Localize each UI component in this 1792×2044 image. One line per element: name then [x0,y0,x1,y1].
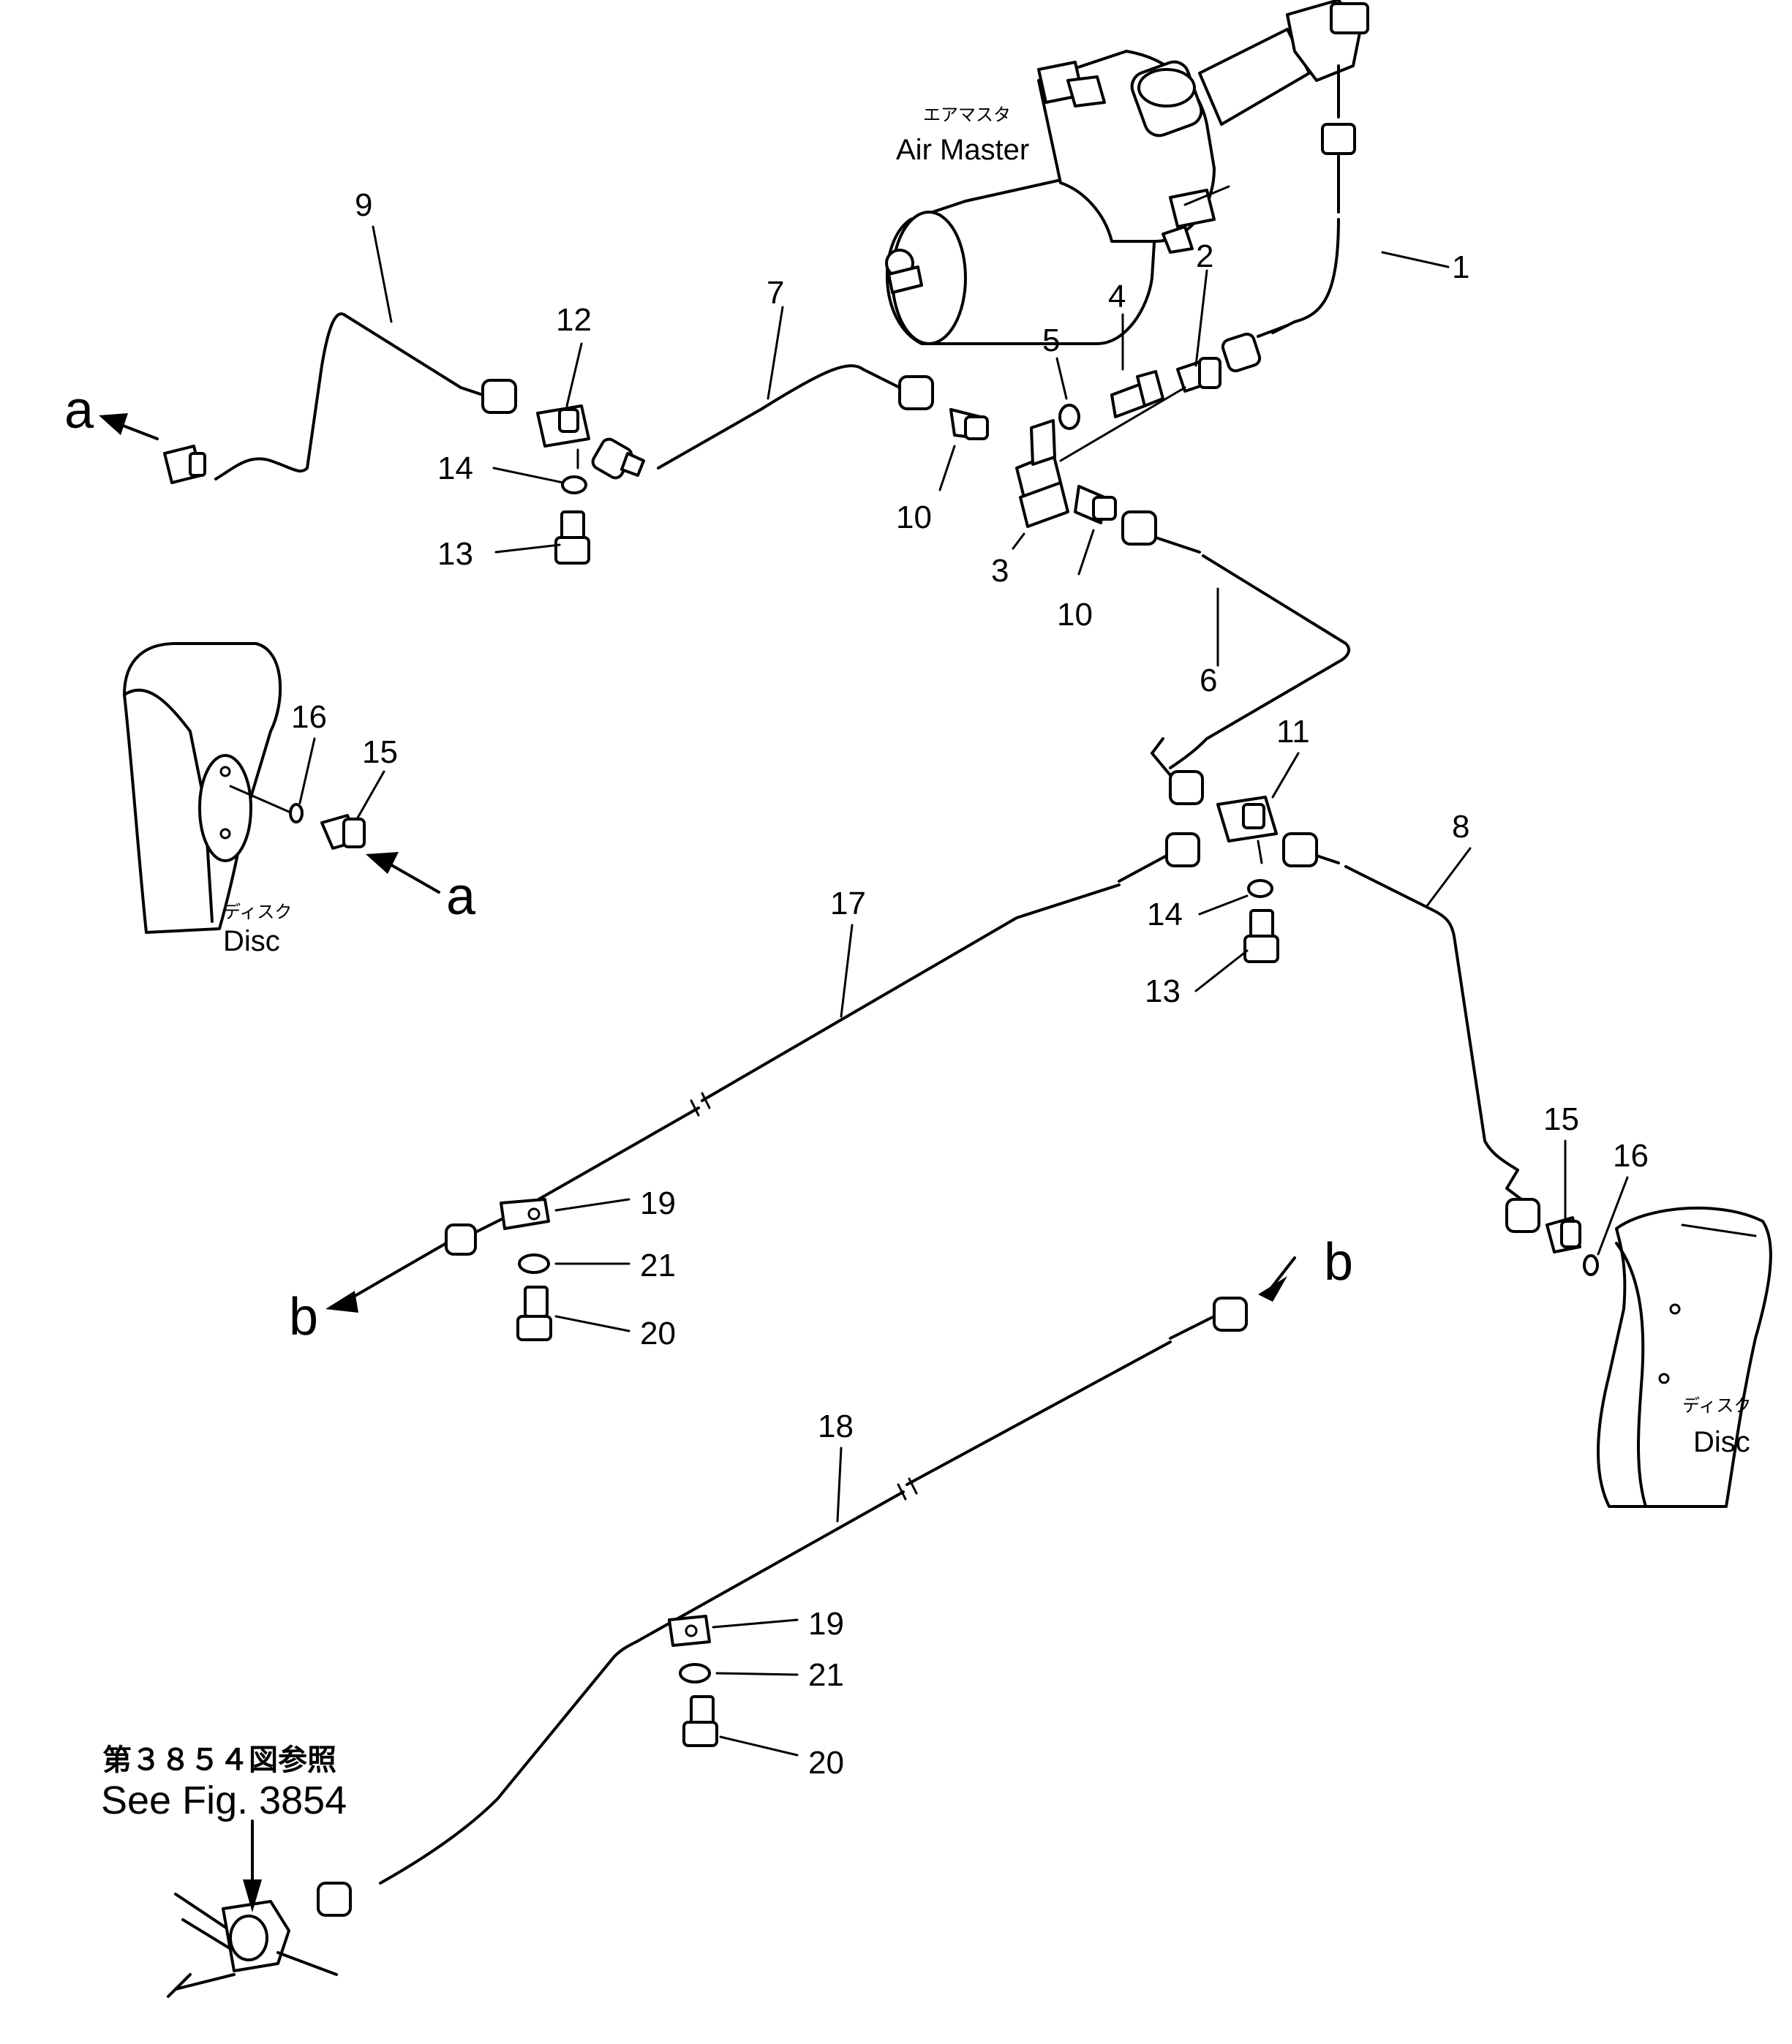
pipe-18: b [317,1233,1353,1917]
part-21-washer-lower [679,1663,799,1683]
part-20-bolt-lower [682,1695,799,1757]
part-5-washer [1058,404,1080,430]
part-number-15-right: 15 [1543,1101,1579,1137]
pipe-9 [163,312,517,484]
part-number-19-upper: 19 [640,1185,676,1221]
part-numbers: 1 2 3 4 5 6 7 8 9 10 10 11 12 13 13 14 1… [291,187,1649,1781]
connector-a-lower: a [366,852,476,926]
part-number-21-upper: 21 [640,1248,676,1283]
connector-a-upper: a [64,381,159,440]
part-number-14-upper: 14 [437,450,473,486]
disc-left: ディスク Disc [123,642,292,957]
connector-b-upper-label: b [1324,1233,1353,1291]
air-master-label-en: Air Master [896,134,1029,166]
part-number-15-left: 15 [362,734,398,770]
part-number-20-upper: 20 [640,1316,676,1351]
part-14-washer-upper [561,475,587,494]
part-14-washer-lower [1247,879,1273,898]
part-number-20-lower: 20 [808,1745,844,1781]
connector-b-lower-label: b [289,1288,318,1346]
part-19-clamp-lower [712,1618,799,1629]
pipe-8 [1282,832,1540,1233]
part-15-fitting-left [320,814,366,850]
part-number-7: 7 [767,275,784,311]
part-number-8: 8 [1452,809,1469,845]
part-number-17: 17 [830,886,866,921]
part-number-9: 9 [355,187,372,223]
part-number-16-right: 16 [1613,1138,1649,1174]
see-fig-label-en: See Fig. 3854 [101,1779,347,1822]
part-12-tee [536,404,590,469]
air-master-assembly: エアマスタ Air Master [885,0,1369,345]
part-number-1: 1 [1452,249,1469,285]
part-4-bolt [1110,370,1164,418]
pipe-6 [1121,510,1351,805]
disc-right-label-jp: ディスク [1682,1395,1751,1416]
part-16-oring-left [289,803,304,823]
see-fig-label-jp: 第３８５４図参照 [102,1743,336,1777]
part-13-bolt-lower [1243,909,1279,963]
part-15-fitting-right [1546,1216,1581,1253]
part-number-2: 2 [1196,238,1213,274]
connector-a-lower-label: a [446,867,476,926]
see-fig-reference-clamp: 第３８５４図参照 See Fig. 3854 [101,1743,347,1998]
part-number-14-lower: 14 [1147,897,1183,932]
part-13-bolt-upper [554,510,590,565]
part-11-tee [1216,796,1278,864]
part-number-13-upper: 13 [437,536,473,572]
part-number-6: 6 [1200,663,1217,698]
part-number-12: 12 [556,302,592,338]
part-number-18: 18 [818,1408,854,1444]
part-number-10-upper: 10 [896,499,932,535]
part-number-16-left: 16 [291,699,327,735]
part-21-washer-upper [518,1253,630,1274]
disc-left-label-en: Disc [223,925,280,957]
disc-right: ディスク Disc [1597,1206,1772,1508]
part-3-junction-block [1015,386,1186,528]
part-number-21-lower: 21 [808,1657,844,1693]
part-number-4: 4 [1108,279,1126,314]
part-number-11: 11 [1276,714,1310,750]
part-10-union-lower [1074,485,1117,524]
pipe-17: b [289,832,1200,1346]
part-number-13-lower: 13 [1145,973,1181,1009]
disc-left-label-jp: ディスク [223,902,292,922]
part-number-19-lower: 19 [808,1606,844,1642]
disc-right-label-en: Disc [1693,1426,1750,1458]
part-1-pipe-end [1176,324,1289,393]
part-20-bolt-upper [516,1286,630,1341]
part-number-10-lower: 10 [1057,597,1093,633]
air-master-label-jp: エアマスタ [923,105,1011,125]
part-19-clamp-upper [554,1198,630,1212]
part-10-union-upper [949,408,989,440]
pipe-7 [591,364,934,480]
part-16-oring-right [1583,1254,1599,1276]
part-number-3: 3 [991,553,1009,589]
leader-lines [298,225,1629,1523]
part-number-5: 5 [1042,323,1060,358]
connector-a-upper-label: a [64,381,94,440]
